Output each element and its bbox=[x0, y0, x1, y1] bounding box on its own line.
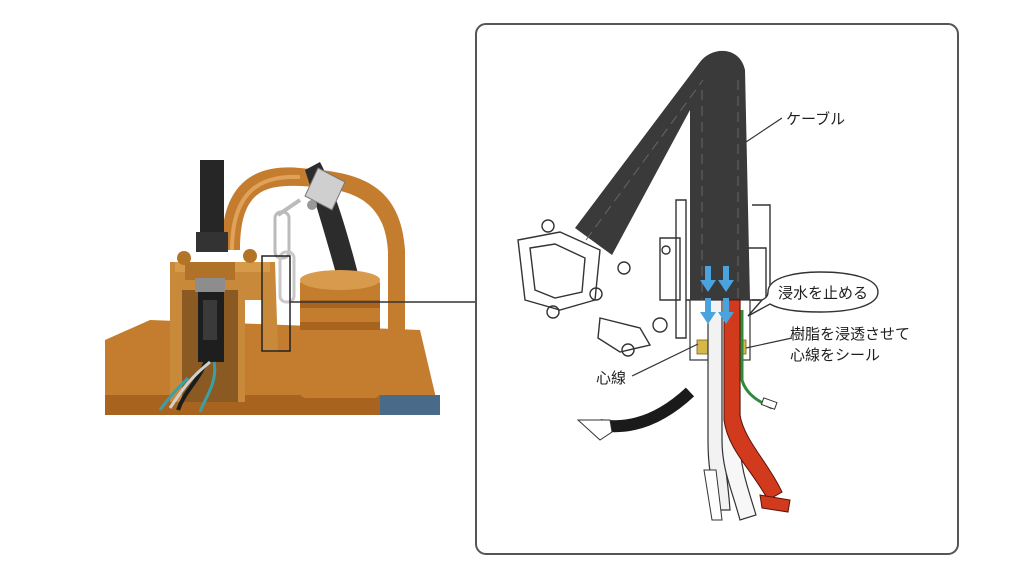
resin-leader bbox=[745, 337, 793, 349]
core-wire-label: 心線 bbox=[596, 369, 626, 387]
cross-section bbox=[517, 50, 791, 521]
stop-water-label: 浸水を止める bbox=[778, 284, 868, 302]
stop-water-callout: 浸水を止める bbox=[747, 271, 879, 317]
resin-label-line2: 心線をシール bbox=[790, 346, 880, 364]
pump-photo bbox=[105, 160, 440, 415]
cable-leader bbox=[745, 117, 783, 143]
cable-label: ケーブル bbox=[786, 110, 845, 128]
resin-label-line1: 樹脂を浸透させて bbox=[790, 325, 910, 343]
core-wire-leader bbox=[631, 343, 699, 377]
